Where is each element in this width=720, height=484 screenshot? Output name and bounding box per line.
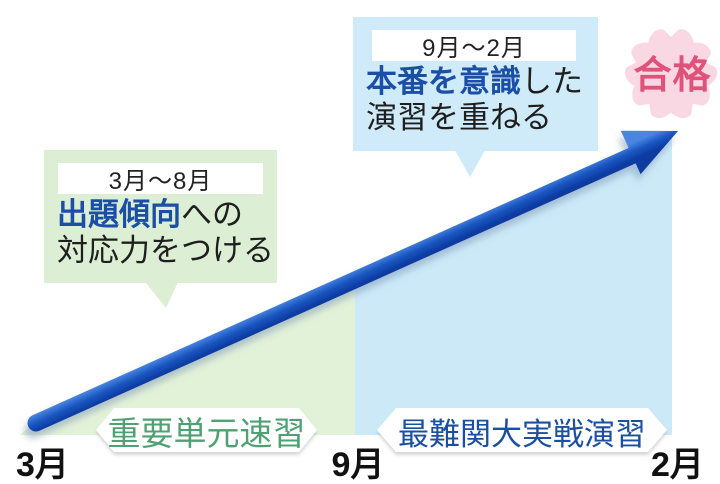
phase2-callout-tail [452, 145, 488, 177]
phase2-description-line2: 演習を重ねる [366, 100, 552, 135]
phase2-banner-ribbon [377, 408, 667, 452]
phase1-callout-tail [142, 278, 180, 308]
sakura-blossom-icon [624, 29, 718, 118]
phase2-description: 本番を意識した 演習を重ねる [353, 61, 598, 136]
phase1-description: 出題傾向への 対応力をつける [44, 194, 277, 269]
timeline-label-september: 9月 [331, 446, 385, 484]
timeline-label-february: 2月 [651, 446, 704, 484]
phase1-period-badge: 3月〜8月 [58, 163, 263, 195]
phase2-period-badge: 9月〜2月 [372, 30, 576, 62]
arrow-shaft [27, 144, 647, 432]
phase1-callout: 3月〜8月 出題傾向への 対応力をつける [44, 150, 277, 283]
banner-ribbons [96, 408, 667, 452]
sakura-petal [624, 42, 673, 89]
phase1-banner-ribbon [96, 408, 317, 452]
phase2-period-text: 9月〜2月 [422, 35, 526, 62]
phase1-banner-label: 重要単元速習 [107, 415, 306, 452]
phase2-callout: 9月〜2月 本番を意識した 演習を重ねる [353, 17, 598, 151]
phase2-description-rest: した [521, 64, 583, 99]
phase1-description-highlight: 出題傾向 [57, 197, 181, 232]
phase2-banner-label: 最難関大実戦演習 [398, 416, 646, 452]
growth-arrow-icon [27, 130, 678, 432]
phase1-period-text: 3月〜8月 [108, 168, 213, 195]
goal-pass-label: 合格 [633, 55, 712, 97]
phase1-description-line2: 対応力をつける [57, 233, 274, 268]
phase2-description-highlight: 本番を意識 [366, 64, 521, 99]
timeline-label-march: 3月 [16, 446, 69, 484]
phase1-description-rest: への [181, 197, 243, 232]
phase2-area [355, 133, 672, 435]
arrow-head [620, 130, 678, 175]
